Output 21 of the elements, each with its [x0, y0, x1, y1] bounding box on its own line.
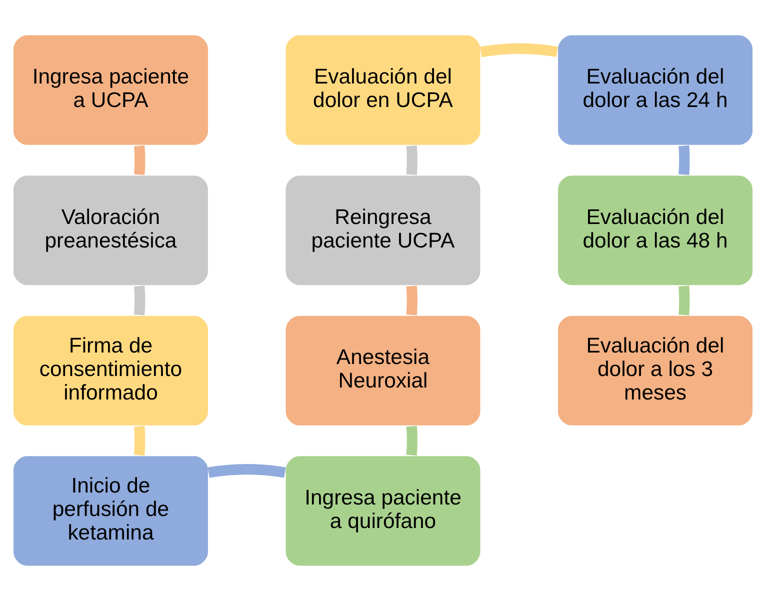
node-box: Ingresa paciente a UCPA	[12, 34, 210, 146]
node-box: Firma de consentimiento informado	[12, 314, 210, 426]
node-box: Ingresa paciente a quirófano	[284, 454, 482, 566]
node-box: Inicio de perfusión de ketamina	[12, 454, 210, 566]
node-box: Evaluación del dolor en UCPA	[284, 34, 482, 146]
node-box: Evaluación del dolor a los 3 meses	[556, 314, 754, 426]
node-box: Anestesia Neuroxial	[284, 314, 482, 426]
connector	[134, 425, 146, 456]
connector	[406, 144, 418, 175]
connector	[208, 464, 286, 478]
connector	[406, 425, 418, 456]
connector	[134, 285, 146, 315]
node-box: Reingresa paciente UCPA	[284, 174, 482, 286]
connector	[678, 144, 690, 175]
connector	[134, 144, 146, 175]
connector	[480, 42, 558, 57]
node-box: Evaluación del dolor a las 48 h	[556, 174, 754, 286]
node-box: Evaluación del dolor a las 24 h	[556, 34, 754, 146]
connector	[406, 285, 418, 315]
connector	[678, 285, 690, 315]
node-box: Valoración preanestésica	[12, 174, 210, 286]
